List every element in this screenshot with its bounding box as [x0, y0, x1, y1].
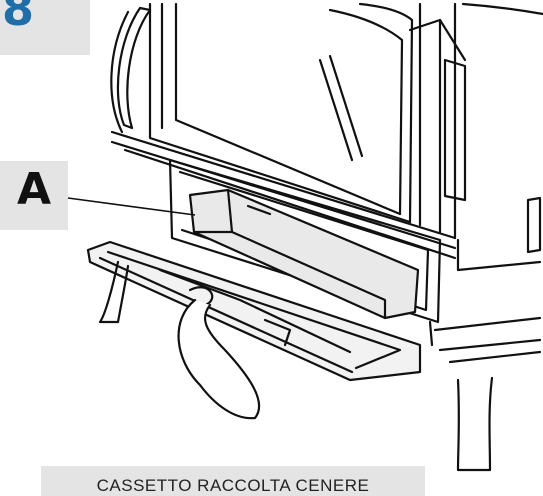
caption: CASSETTO RACCOLTA CENERE	[96, 476, 370, 495]
figure-number-box	[0, 0, 90, 55]
door-handle	[116, 6, 152, 130]
leader-line	[67, 197, 196, 216]
callout-label-box	[0, 161, 68, 230]
stove-leg	[456, 376, 494, 472]
callout-label: A	[16, 164, 52, 215]
tray-handle	[177, 298, 261, 420]
stove-door	[148, 2, 412, 224]
figure-number: 8	[2, 0, 35, 36]
stove-leg	[98, 260, 130, 324]
